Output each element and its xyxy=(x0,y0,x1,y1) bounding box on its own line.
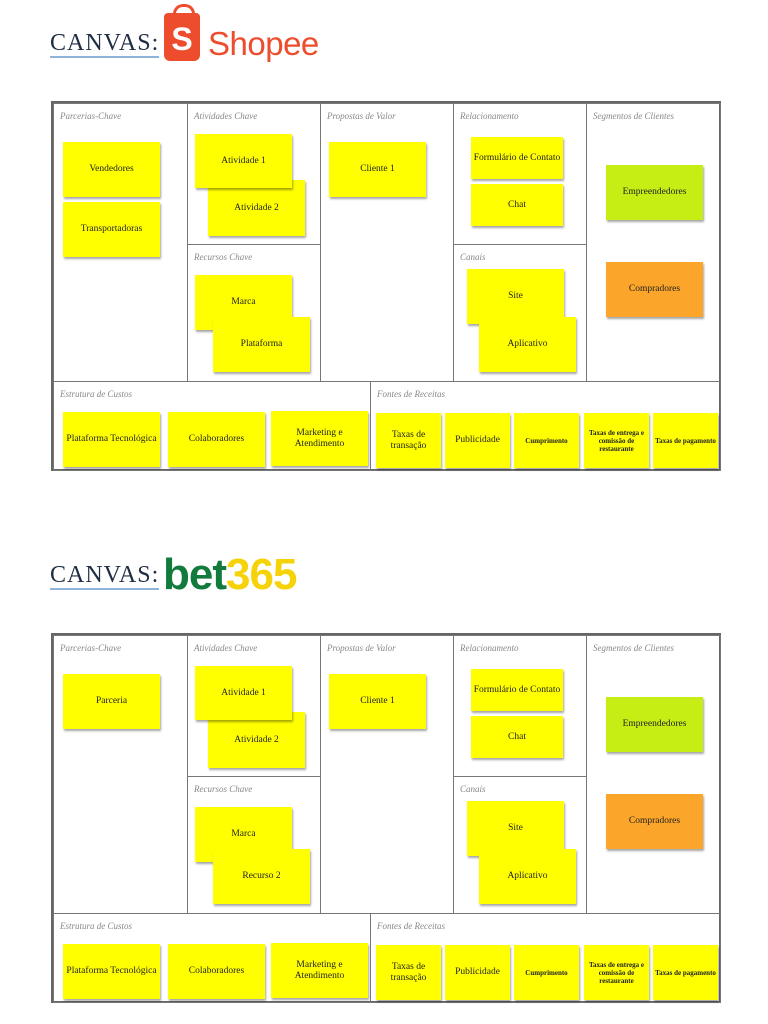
section-label: Canais xyxy=(460,252,486,262)
section-canais: Canais Site Aplicativo xyxy=(453,776,587,914)
section-custos: Estrutura de Custos Plataforma Tecnológi… xyxy=(53,913,371,1003)
section-label: Fontes de Receitas xyxy=(377,921,445,931)
bet365-logo: bet365 xyxy=(163,550,297,599)
section-recursos: Recursos Chave Marca Plataforma xyxy=(187,244,321,382)
section-relacionamento: Relacionamento Formulário de Contato Cha… xyxy=(453,103,587,245)
sticky-note[interactable]: Site xyxy=(467,269,564,324)
section-propostas: Propostas de Valor Cliente 1 xyxy=(320,103,454,382)
section-recursos: Recursos Chave Marca Recurso 2 xyxy=(187,776,321,914)
sticky-note[interactable]: Taxas de pagamento xyxy=(653,413,718,468)
shopee-logo-text: Shopee xyxy=(208,25,319,62)
canvas-title-bet365: CANVAS: xyxy=(50,562,160,590)
section-parcerias: Parcerias-Chave Vendedores Transportador… xyxy=(53,103,188,382)
section-label: Propostas de Valor xyxy=(327,111,396,121)
section-label: Propostas de Valor xyxy=(327,643,396,653)
sticky-note[interactable]: Publicidade xyxy=(445,945,510,1000)
section-atividades: Atividades Chave Atividade 2 Atividade 1 xyxy=(187,103,321,245)
sticky-note[interactable]: Taxas de transação xyxy=(376,945,441,1000)
sticky-note[interactable]: Cumprimento xyxy=(514,413,579,468)
canvas-title-shopee: CANVAS: xyxy=(50,30,160,58)
sticky-note[interactable]: Plataforma Tecnológica xyxy=(63,944,160,999)
sticky-note[interactable]: Cliente 1 xyxy=(329,674,426,729)
section-parcerias: Parcerias-Chave Parceria xyxy=(53,635,188,914)
sticky-note[interactable]: Chat xyxy=(471,184,563,226)
section-label: Atividades Chave xyxy=(194,111,258,121)
section-label: Relacionamento xyxy=(460,111,519,121)
section-label: Parcerias-Chave xyxy=(60,643,122,653)
shopee-bag-icon: S xyxy=(164,4,200,61)
section-label: Segmentos de Clientes xyxy=(593,643,674,653)
sticky-note[interactable]: Marketing e Atendimento xyxy=(271,411,368,466)
sticky-note[interactable]: Atividade 1 xyxy=(195,666,292,720)
section-receitas: Fontes de Receitas Taxas de transação Pu… xyxy=(370,913,721,1003)
sticky-note[interactable]: Atividade 1 xyxy=(195,134,292,188)
section-label: Atividades Chave xyxy=(194,643,258,653)
section-receitas: Fontes de Receitas Taxas de transação Pu… xyxy=(370,381,721,471)
sticky-note[interactable]: Parceria xyxy=(63,674,160,729)
sticky-note[interactable]: Transportadoras xyxy=(63,202,160,257)
section-label: Recursos Chave xyxy=(194,252,253,262)
sticky-note[interactable]: Compradores xyxy=(606,794,703,849)
sticky-note[interactable]: Chat xyxy=(471,716,563,758)
sticky-note[interactable]: Recurso 2 xyxy=(213,849,310,904)
sticky-note[interactable]: Empreendedores xyxy=(606,697,703,752)
section-label: Estrutura de Custos xyxy=(60,389,133,399)
sticky-note[interactable]: Aplicativo xyxy=(479,317,576,372)
section-label: Relacionamento xyxy=(460,643,519,653)
section-propostas: Propostas de Valor Cliente 1 xyxy=(320,635,454,914)
sticky-note[interactable]: Publicidade xyxy=(445,413,510,468)
sticky-note[interactable]: Cumprimento xyxy=(514,945,579,1000)
sticky-note[interactable]: Taxas de transação xyxy=(376,413,441,468)
sticky-note[interactable]: Atividade 2 xyxy=(208,180,305,236)
sticky-note[interactable]: Cliente 1 xyxy=(329,142,426,197)
section-segmentos: Segmentos de Clientes Empreendedores Com… xyxy=(586,103,721,382)
business-model-canvas-shopee: Parcerias-Chave Vendedores Transportador… xyxy=(51,101,721,471)
sticky-note[interactable]: Colaboradores xyxy=(168,412,265,467)
section-label: Fontes de Receitas xyxy=(377,389,445,399)
sticky-note[interactable]: Plataforma xyxy=(213,317,310,372)
section-label: Parcerias-Chave xyxy=(60,111,122,121)
sticky-note[interactable]: Aplicativo xyxy=(479,849,576,904)
sticky-note[interactable]: Marketing e Atendimento xyxy=(271,943,368,998)
sticky-note[interactable]: Plataforma Tecnológica xyxy=(63,412,160,467)
sticky-note[interactable]: Formulário de Contato xyxy=(471,669,563,711)
shopee-logo-mark: S xyxy=(171,21,193,57)
sticky-note[interactable]: Vendedores xyxy=(63,142,160,197)
sticky-note[interactable]: Compradores xyxy=(606,262,703,317)
section-label: Estrutura de Custos xyxy=(60,921,133,931)
sticky-note[interactable]: Site xyxy=(467,801,564,856)
sticky-note[interactable]: Atividade 2 xyxy=(208,712,305,768)
section-label: Segmentos de Clientes xyxy=(593,111,674,121)
section-segmentos: Segmentos de Clientes Empreendedores Com… xyxy=(586,635,721,914)
sticky-note[interactable]: Taxas de entrega e comissão de restauran… xyxy=(584,413,649,468)
section-atividades: Atividades Chave Atividade 2 Atividade 1 xyxy=(187,635,321,777)
sticky-note[interactable]: Taxas de entrega e comissão de restauran… xyxy=(584,945,649,1000)
section-label: Canais xyxy=(460,784,486,794)
section-custos: Estrutura de Custos Plataforma Tecnológi… xyxy=(53,381,371,471)
section-label: Recursos Chave xyxy=(194,784,253,794)
sticky-note[interactable]: Formulário de Contato xyxy=(471,137,563,179)
sticky-note[interactable]: Taxas de pagamento xyxy=(653,945,718,1000)
section-relacionamento: Relacionamento Formulário de Contato Cha… xyxy=(453,635,587,777)
sticky-note[interactable]: Colaboradores xyxy=(168,944,265,999)
sticky-note[interactable]: Empreendedores xyxy=(606,165,703,220)
section-canais: Canais Site Aplicativo xyxy=(453,244,587,382)
business-model-canvas-bet365: Parcerias-Chave Parceria Atividades Chav… xyxy=(51,633,721,1003)
